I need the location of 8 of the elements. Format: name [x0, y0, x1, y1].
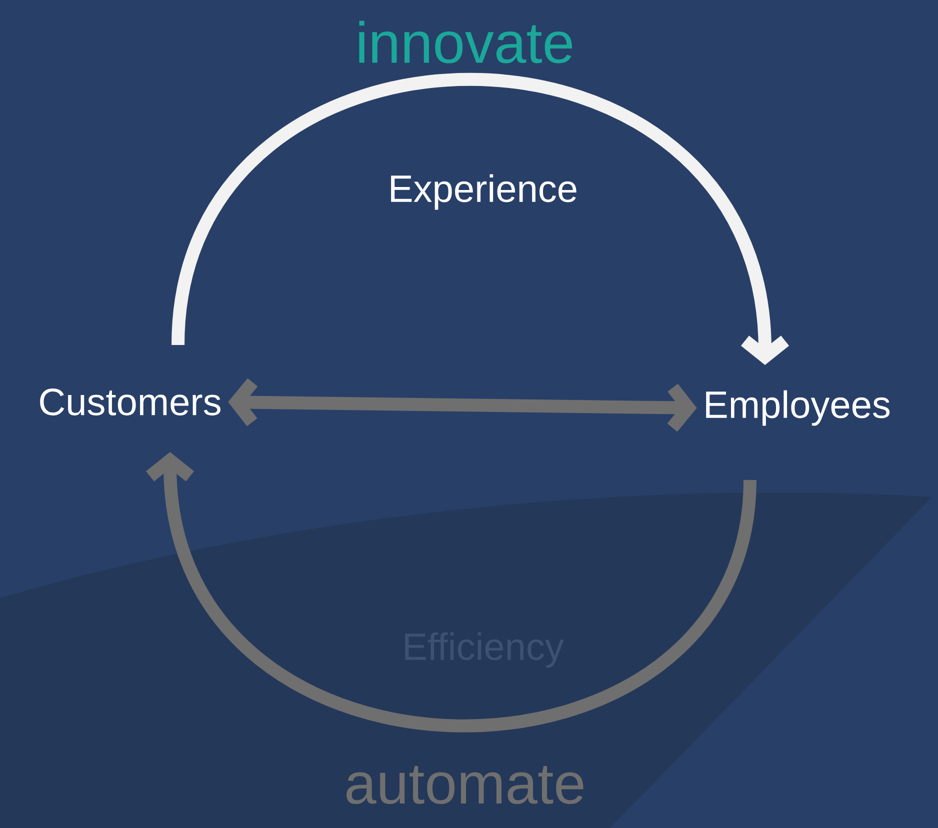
arrow: [228, 378, 697, 432]
curved-word: automate: [346, 766, 584, 804]
arrow: [172, 73, 790, 365]
curved-word: innovate: [359, 20, 572, 64]
arrow: [146, 452, 756, 732]
edge-label: Experience: [391, 174, 576, 210]
node-label: Employees: [706, 390, 890, 426]
node-label: Customers: [40, 388, 220, 416]
